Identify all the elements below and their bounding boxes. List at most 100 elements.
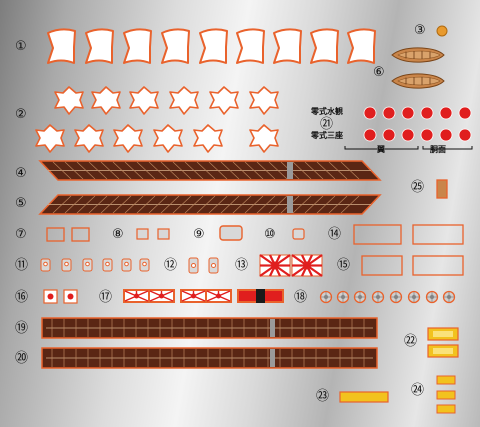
part-4-deck-strip xyxy=(38,160,382,181)
part-15-panels xyxy=(361,255,464,276)
tick-mark xyxy=(340,161,360,180)
tick-mark xyxy=(184,161,204,180)
part-number-3: ③ xyxy=(414,23,426,38)
caption-type-three: 零式三座 xyxy=(311,131,343,140)
part-number-4: ④ xyxy=(15,166,27,181)
part-number-6: ⑥ xyxy=(373,65,385,80)
tick-mark xyxy=(316,195,336,214)
tick-mark xyxy=(244,195,264,214)
tick-mark xyxy=(256,195,276,214)
part-1-wing-panels xyxy=(47,28,376,64)
part-16-flags xyxy=(43,289,78,304)
tick-mark xyxy=(52,161,72,180)
part-13-sun-flags xyxy=(258,253,324,278)
tick-mark xyxy=(244,161,264,180)
tick-mark xyxy=(304,161,324,180)
part-21-roundels xyxy=(344,106,473,150)
part-number-10: ⑩ xyxy=(264,227,276,242)
tick-mark xyxy=(172,195,192,214)
part-number-22: ㉒ xyxy=(404,334,418,349)
part-number-16: ⑯ xyxy=(15,290,29,305)
tick-mark xyxy=(148,161,168,180)
tick-mark xyxy=(340,195,360,214)
tick-mark xyxy=(316,161,336,180)
part-number-23: ㉓ xyxy=(316,389,330,404)
part-number-24: ㉔ xyxy=(411,383,425,398)
tick-mark xyxy=(268,161,288,180)
part-19-ladder xyxy=(41,317,378,339)
tick-mark xyxy=(208,161,228,180)
part-17-sun-strips xyxy=(123,289,284,303)
tick-mark xyxy=(160,195,180,214)
part-number-14: ⑭ xyxy=(328,227,342,242)
tick-mark xyxy=(136,195,156,214)
part-25-plate xyxy=(436,179,448,199)
tick-mark xyxy=(76,161,96,180)
part-number-19: ⑲ xyxy=(15,321,29,336)
tick-mark xyxy=(304,195,324,214)
part-9-frame xyxy=(219,225,243,241)
tick-mark xyxy=(100,161,120,180)
part-number-1: ① xyxy=(15,39,27,54)
tick-mark xyxy=(232,161,252,180)
part-number-18: ⑱ xyxy=(294,290,308,305)
tick-mark xyxy=(268,195,288,214)
part-number-15: ⑮ xyxy=(337,258,351,273)
tick-mark xyxy=(112,195,132,214)
part-2-star-parts xyxy=(35,86,279,153)
part-24-plates xyxy=(436,375,456,414)
tick-mark xyxy=(100,195,120,214)
part-10-frame xyxy=(292,228,305,240)
tick-mark xyxy=(124,161,144,180)
tick-mark xyxy=(196,161,216,180)
tick-mark xyxy=(208,195,228,214)
tick-mark xyxy=(220,161,240,180)
tick-mark xyxy=(148,195,168,214)
tick-mark xyxy=(172,161,192,180)
part-7-frames xyxy=(46,227,90,242)
tick-mark xyxy=(328,161,348,180)
tick-mark xyxy=(160,161,180,180)
part-number-20: ⑳ xyxy=(15,351,29,366)
part-8-frames xyxy=(136,228,170,240)
tick-mark xyxy=(256,161,276,180)
tick-mark xyxy=(88,195,108,214)
part-number-7: ⑦ xyxy=(15,227,27,242)
tick-mark xyxy=(124,195,144,214)
part-number-25: ㉕ xyxy=(411,180,425,195)
part-number-17: ⑰ xyxy=(99,290,113,305)
part-18-gears xyxy=(319,290,456,304)
tick-mark xyxy=(328,195,348,214)
part-number-8: ⑧ xyxy=(112,227,124,242)
part-3-disc xyxy=(436,25,448,37)
part-11-plates xyxy=(40,258,150,272)
tick-mark xyxy=(196,195,216,214)
tick-mark xyxy=(64,161,84,180)
part-number-11: ⑪ xyxy=(15,258,29,273)
part-number-5: ⑤ xyxy=(15,196,27,211)
tick-mark xyxy=(292,195,312,214)
part-number-9: ⑨ xyxy=(193,227,205,242)
tick-mark xyxy=(88,161,108,180)
tick-mark xyxy=(76,195,96,214)
part-23-plate xyxy=(339,391,389,403)
part-20-ladder xyxy=(41,347,378,369)
tick-mark xyxy=(292,161,312,180)
part-number-13: ⑬ xyxy=(235,258,249,273)
tick-mark xyxy=(136,161,156,180)
tick-mark xyxy=(220,195,240,214)
part-12-plates xyxy=(188,257,219,274)
part-6-boats xyxy=(391,47,445,89)
tick-mark xyxy=(232,195,252,214)
part-number-12: ⑫ xyxy=(164,258,178,273)
part-number-21: ㉑ xyxy=(320,117,334,132)
tick-mark xyxy=(64,195,84,214)
part-5-deck-strip xyxy=(38,194,382,215)
tick-mark xyxy=(184,195,204,214)
part-22-plates xyxy=(427,327,459,358)
tick-mark xyxy=(112,161,132,180)
part-14-panels xyxy=(353,224,464,245)
part-number-2: ② xyxy=(15,107,27,122)
